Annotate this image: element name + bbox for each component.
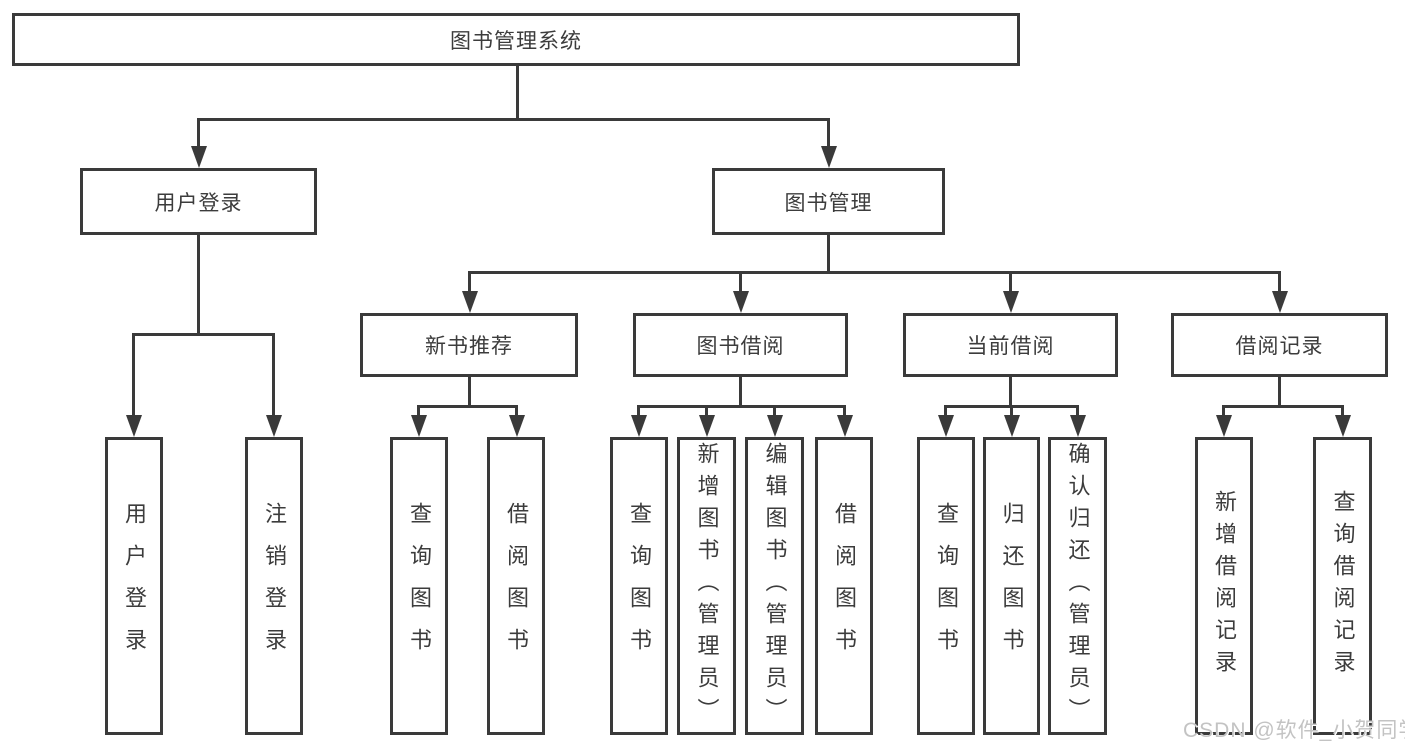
leaf-edit-books-admin-label: 编辑图书（管理员） — [762, 442, 788, 730]
leaf-newbooks-borrow-books-label: 借阅图书 — [504, 502, 529, 670]
connector-arrow-nb-borrow — [508, 405, 525, 437]
leaf-user-login-label: 用户登录 — [122, 502, 147, 670]
csdn-watermark: CSDN @软件_小贺同学 — [1183, 719, 1405, 742]
leaf-logout: 注销登录 — [245, 437, 303, 735]
connector-root-stem — [516, 66, 519, 118]
connector-bookborrow-bar — [637, 405, 846, 408]
leaf-confirm-return-admin: 确认归还（管理员） — [1048, 437, 1107, 735]
leaf-current-query-books: 查询图书 — [917, 437, 975, 735]
leaf-borrow-query-books: 查询图书 — [610, 437, 668, 735]
node-book-borrow: 图书借阅 — [633, 313, 848, 377]
leaf-add-borrow-record: 新增借阅记录 — [1195, 437, 1253, 735]
connector-arrow-cb-query — [937, 405, 954, 437]
leaf-return-books-label: 归还图书 — [999, 502, 1025, 670]
connector-arrow-book-manage — [820, 118, 837, 168]
connector-arrow-current-borrow — [1002, 271, 1019, 313]
connector-arrow-leaf-logout — [265, 333, 282, 437]
connector-arrow-nb-query — [410, 405, 427, 437]
leaf-newbooks-query-books-label: 查询图书 — [407, 502, 432, 670]
connector-arrow-new-books — [461, 271, 478, 313]
connector-arrow-bb-query — [630, 405, 647, 437]
node-book-manage: 图书管理 — [712, 168, 945, 235]
connector-manage-stem — [827, 235, 830, 271]
connector-arrow-cb-confirm — [1069, 405, 1086, 437]
node-library-management-system: 图书管理系统 — [12, 13, 1020, 66]
leaf-confirm-return-admin-label: 确认归还（管理员） — [1065, 442, 1091, 730]
connector-arrow-borrow-records — [1271, 271, 1288, 313]
connector-newbooks-bar — [417, 405, 518, 408]
leaf-borrow-books-label: 借阅图书 — [832, 502, 857, 670]
connector-bookborrow-stem — [739, 377, 742, 405]
leaf-current-query-books-label: 查询图书 — [934, 502, 959, 670]
connector-root-bar — [197, 118, 830, 121]
leaf-logout-label: 注销登录 — [262, 502, 287, 670]
connector-login-bar — [132, 333, 275, 336]
connector-records-bar — [1222, 405, 1344, 408]
leaf-newbooks-query-books: 查询图书 — [390, 437, 448, 735]
connector-manage-bar — [468, 271, 1281, 274]
leaf-borrow-books: 借阅图书 — [815, 437, 873, 735]
leaf-add-books-admin: 新增图书（管理员） — [677, 437, 736, 735]
leaf-return-books: 归还图书 — [983, 437, 1040, 735]
connector-arrow-book-borrow — [732, 271, 749, 313]
connector-arrow-br-add — [1215, 405, 1232, 437]
leaf-user-login: 用户登录 — [105, 437, 163, 735]
node-borrow-records: 借阅记录 — [1171, 313, 1388, 377]
connector-arrow-user-login — [190, 118, 207, 168]
leaf-query-borrow-record-label: 查询借阅记录 — [1330, 490, 1356, 682]
connector-arrow-bb-add — [698, 405, 715, 437]
connector-current-stem — [1009, 377, 1012, 405]
connector-arrow-br-query — [1334, 405, 1351, 437]
connector-records-stem — [1278, 377, 1281, 405]
node-current-borrow: 当前借阅 — [903, 313, 1118, 377]
node-new-books: 新书推荐 — [360, 313, 578, 377]
connector-arrow-cb-return — [1003, 405, 1020, 437]
leaf-edit-books-admin: 编辑图书（管理员） — [745, 437, 804, 735]
connector-arrow-leaf-user-login — [125, 333, 142, 437]
connector-arrow-bb-borrow — [836, 405, 853, 437]
leaf-query-borrow-record: 查询借阅记录 — [1313, 437, 1372, 735]
leaf-add-borrow-record-label: 新增借阅记录 — [1212, 490, 1237, 682]
leaf-newbooks-borrow-books: 借阅图书 — [487, 437, 545, 735]
connector-newbooks-stem — [468, 377, 471, 405]
node-user-login: 用户登录 — [80, 168, 317, 235]
connector-login-stem — [197, 235, 200, 333]
connector-arrow-bb-edit — [766, 405, 783, 437]
leaf-add-books-admin-label: 新增图书（管理员） — [694, 442, 720, 730]
leaf-borrow-query-books-label: 查询图书 — [627, 502, 652, 670]
